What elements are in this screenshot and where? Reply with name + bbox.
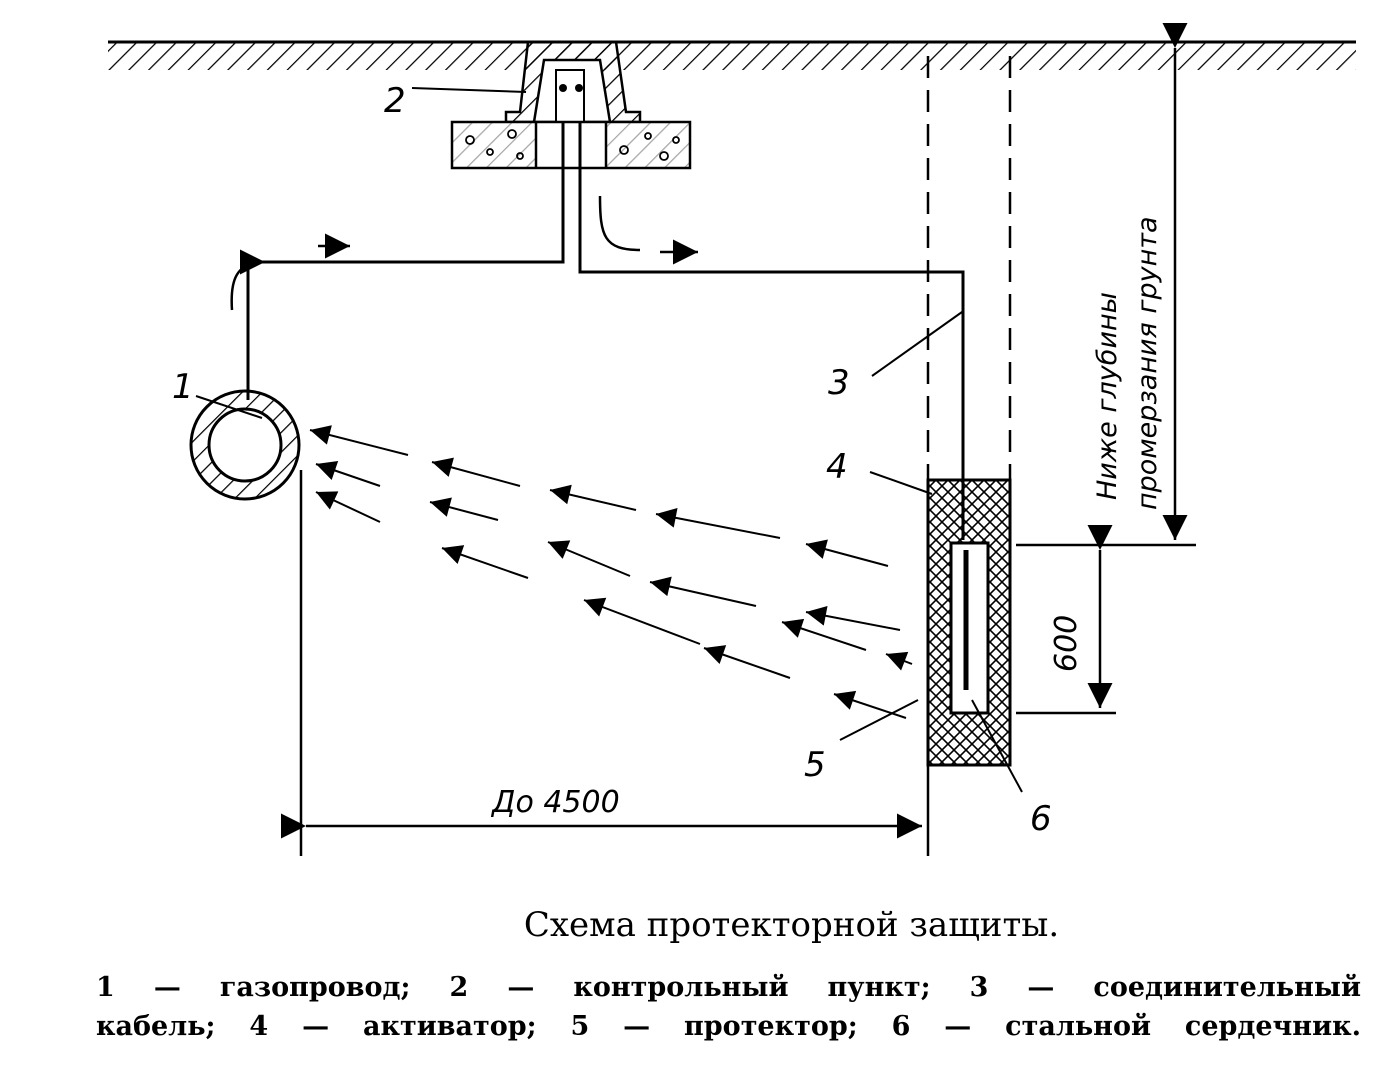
current-flow-arrows (309, 425, 913, 719)
figure-caption: Схема протекторной защиты. (523, 905, 1060, 945)
protector (949, 541, 990, 715)
depth-dimension-600: 600 (1049, 615, 1084, 672)
note-below-frost-depth-line1: Ниже глубины (1092, 292, 1123, 500)
dimension-lines (281, 22, 1196, 856)
label-gas-pipeline: 1 (172, 367, 194, 407)
current-direction-arrows (230, 195, 698, 311)
ground-surface (108, 40, 1356, 70)
control-point (450, 40, 692, 170)
label-activator: 4 (826, 447, 848, 487)
distance-dimension: До 4500 (490, 785, 620, 820)
note-below-frost-depth-line2: промерзания грунта (1132, 216, 1163, 510)
protector-protection-diagram: 1 2 3 4 5 6 До 4500 600 Ниже глубины про… (108, 22, 1356, 856)
label-connecting-cable: 3 (828, 363, 850, 403)
label-protector: 5 (804, 745, 826, 785)
label-steel-core: 6 (1030, 799, 1052, 839)
label-control-point: 2 (384, 81, 406, 121)
label-leaders (195, 87, 1023, 793)
gas-pipeline (189, 389, 301, 501)
legend-line-1: 1 — газопровод; 2 — контрольный пункт; 3… (96, 972, 1361, 1003)
legend-line-2: кабель; 4 — активатор; 5 — протектор; 6 … (96, 1011, 1361, 1042)
